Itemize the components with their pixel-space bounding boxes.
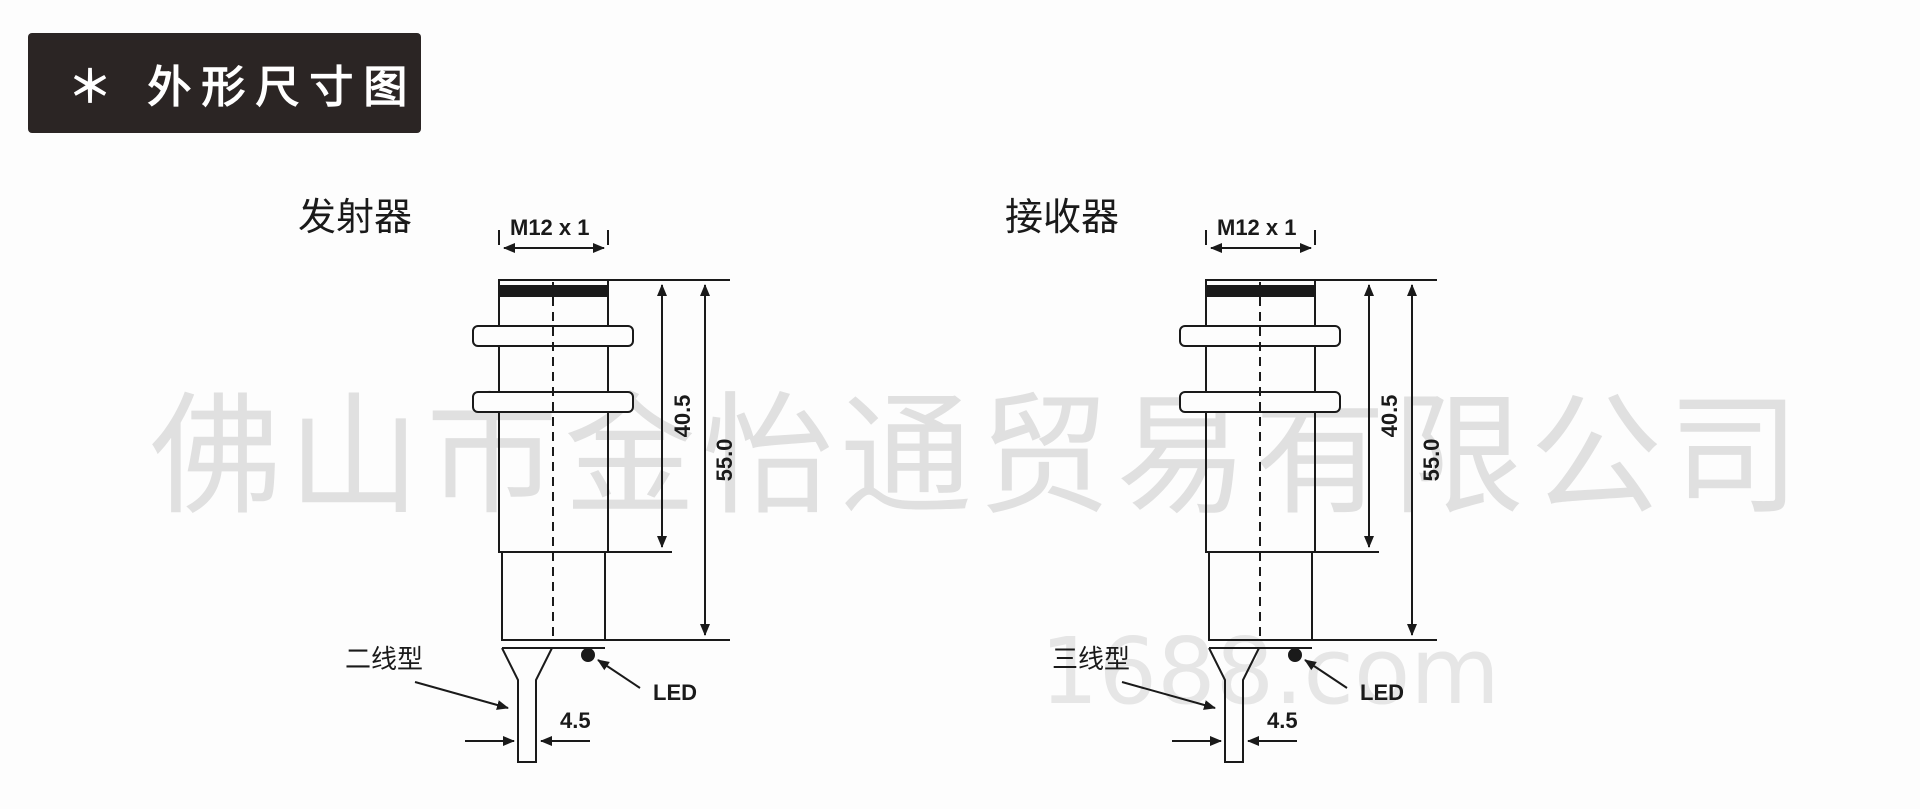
emitter-dim-inner: 40.5: [670, 395, 695, 438]
receiver-cable-dim: 4.5: [1267, 708, 1298, 733]
receiver-led-label: LED: [1360, 680, 1404, 705]
receiver-wire-label: 三线型: [1052, 645, 1130, 675]
receiver-title: 接收器: [1005, 195, 1119, 239]
emitter-cable-dim: 4.5: [560, 708, 591, 733]
receiver-dim-inner: 40.5: [1377, 395, 1402, 438]
receiver-body: [1121, 230, 1437, 763]
emitter-body: [414, 230, 730, 763]
emitter-thread-label: M12 x 1: [510, 215, 590, 240]
emitter-wire-label: 二线型: [345, 645, 423, 675]
receiver-dim-outer: 55.0: [1419, 439, 1444, 482]
section-header: ＊ 外形尺寸图: [28, 33, 421, 133]
emitter-dim-outer: 55.0: [712, 439, 737, 482]
receiver-thread-label: M12 x 1: [1217, 215, 1297, 240]
receiver-drawing: 接收器 M12 x 1 40.5 55.0: [1005, 195, 1444, 763]
section-title: ＊ 外形尺寸图: [68, 62, 418, 113]
emitter-led-label: LED: [653, 680, 697, 705]
emitter-title: 发射器: [298, 195, 412, 239]
emitter-drawing: 发射器 M12 x 1 40.5 55.0: [298, 195, 737, 763]
